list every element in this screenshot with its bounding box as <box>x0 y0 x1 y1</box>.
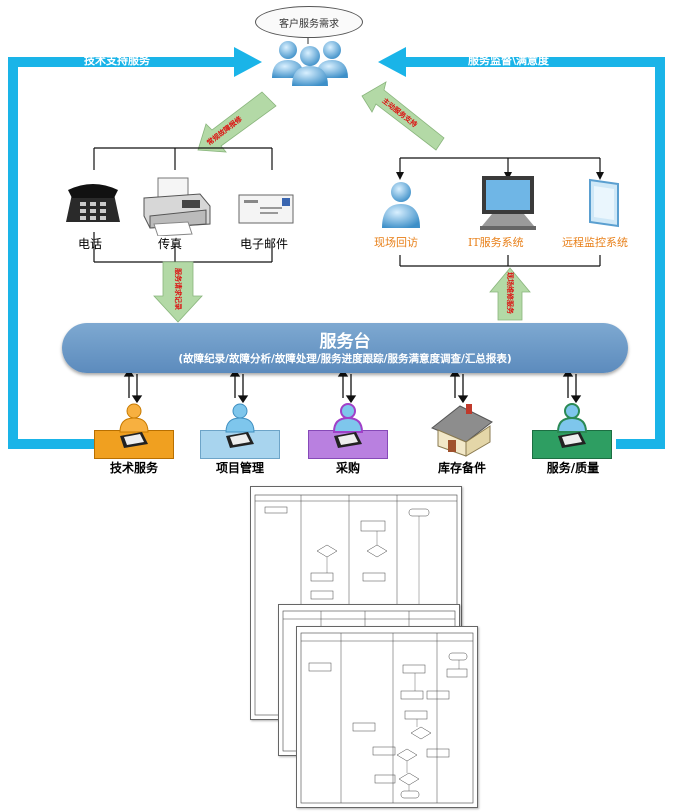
dept-tech-label: 技术服务 <box>109 461 158 475</box>
left-bar-label: 技术支持服务 <box>84 54 150 67</box>
monitor-icon <box>480 176 536 230</box>
right-loop-bar <box>378 47 665 449</box>
channel-email-label: 电子邮件 <box>240 237 289 251</box>
person-laptop-icon <box>225 403 255 448</box>
service-desk: 服务台 (故障纪录/故障分析/故障处理/服务进度跟踪/服务满意度调查/汇总报表) <box>62 323 628 373</box>
monitor-remote-label: 远程监控系统 <box>562 236 628 249</box>
arrow-up <box>489 267 531 321</box>
arrow-down-left <box>197 91 277 153</box>
right-bar-label: 服务监督\满意度 <box>468 54 550 67</box>
arrow-up-left <box>361 81 445 151</box>
dept-inventory-label: 库存备件 <box>437 461 486 475</box>
customer-request-bubble: 客户服务需求 <box>255 6 363 38</box>
dept-purchase-label: 采购 <box>335 461 360 475</box>
person-icon <box>382 182 420 228</box>
tablet-icon <box>589 178 619 228</box>
channel-phone-label: 电话 <box>78 237 103 251</box>
person-laptop-icon <box>332 403 364 448</box>
email-icon <box>238 194 294 224</box>
desk-department-links <box>123 368 582 404</box>
customer-request-label: 客户服务需求 <box>279 18 339 30</box>
person-laptop-icon <box>556 403 588 448</box>
dept-project-label: 项目管理 <box>215 461 264 475</box>
house-icon <box>431 404 493 457</box>
person-laptop-icon <box>119 403 149 448</box>
left-loop-bar <box>8 47 262 449</box>
service-desk-title: 服务台 <box>319 332 371 352</box>
service-desk-subtitle: (故障纪录/故障分析/故障处理/服务进度跟踪/服务满意度调查/汇总报表) <box>178 353 512 365</box>
people-group-icon <box>272 41 348 86</box>
arrow-up-label: 现场维修服务 <box>506 272 514 314</box>
arrow-down-label: 服务请求记录 <box>174 268 182 310</box>
monitor-onsite-label: 现场回访 <box>374 236 418 249</box>
dept-quality-label: 服务/质量 <box>546 461 600 475</box>
arrow-down <box>153 261 203 323</box>
fax-icon <box>143 177 211 236</box>
telephone-icon <box>66 184 120 222</box>
monitor-it-label: IT服务系统 <box>468 236 524 249</box>
flowchart-document-page <box>296 626 478 808</box>
flowchart-thumbnail <box>300 632 474 804</box>
channel-fax-label: 传真 <box>158 237 183 251</box>
